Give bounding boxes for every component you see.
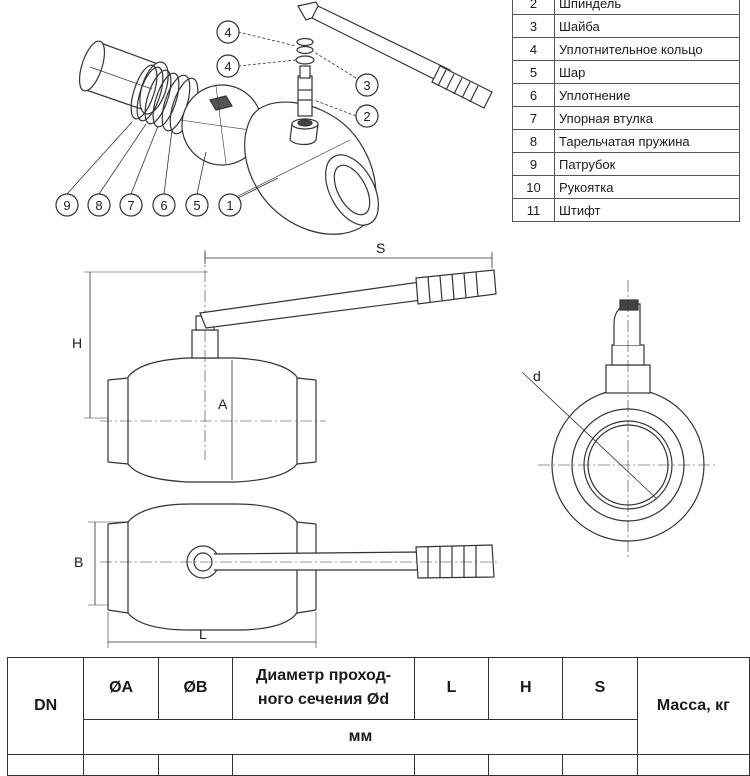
front-view: [84, 250, 497, 483]
spec-cell-empty: [157, 754, 234, 776]
callout-2: 2: [363, 109, 370, 124]
callout-leaders: [66, 31, 357, 199]
parts-name: Рукоятка: [554, 175, 740, 199]
spec-cell-empty: [636, 754, 750, 776]
dim-label-l: L: [199, 626, 207, 642]
spec-header-dn: DN: [6, 657, 85, 755]
part-ball: [179, 84, 265, 166]
dim-label-d: d: [533, 368, 541, 384]
parts-name: Тарельчатая пружина: [554, 129, 740, 153]
callout-4b: 4: [224, 59, 231, 74]
callout-7: 7: [127, 198, 134, 213]
spec-header-bore-line2: ного сечения Ød: [257, 691, 390, 709]
exploded-view: 9 8 7 6 5 1 4 4 3 2: [55, 1, 493, 235]
spec-table: DN ØA ØB Диаметр проход- ного сечения Ød…: [6, 657, 750, 776]
parts-name: Штифт: [554, 198, 740, 222]
spec-cell-empty: [488, 754, 564, 776]
spec-header-h: H: [488, 657, 564, 720]
spec-header-bore-line1: Диаметр проход-: [255, 667, 392, 685]
dim-label-s: S: [376, 240, 386, 256]
spec-header-s: S: [562, 657, 638, 720]
valve-drawing: 9 8 7 6 5 1 4 4 3 2: [55, 1, 718, 648]
callout-6: 6: [160, 198, 167, 213]
parts-num: 11: [512, 198, 555, 222]
parts-num: 10: [512, 175, 555, 199]
dim-label-b: B: [74, 554, 84, 570]
parts-num: 6: [512, 83, 555, 107]
part-nozzle: [78, 40, 169, 115]
part-springs: [130, 64, 199, 135]
part-oring-1: [296, 45, 314, 55]
parts-name: Шпиндель: [554, 0, 740, 15]
spec-cell-empty: [562, 754, 638, 776]
spec-cell-empty: [83, 754, 159, 776]
spec-header-unit: мм: [83, 718, 638, 756]
parts-num: 4: [512, 37, 555, 61]
spec-cell-empty: [232, 754, 415, 776]
parts-num: 2: [512, 0, 555, 15]
parts-name: Уплотнительное кольцо: [554, 37, 740, 61]
spec-cell-empty: [413, 754, 490, 776]
part-handle: [297, 1, 493, 109]
parts-name: Уплотнение: [554, 83, 740, 107]
parts-num: 9: [512, 152, 555, 176]
parts-name: Шар: [554, 60, 740, 84]
parts-num: 5: [512, 60, 555, 84]
callout-3: 3: [363, 78, 370, 93]
parts-name: Шайба: [554, 14, 740, 38]
part-oring-2: [296, 37, 314, 47]
part-body: [229, 101, 379, 235]
part-washer: [295, 55, 315, 65]
spec-header-ob: ØB: [157, 657, 234, 720]
spec-header-l: L: [413, 657, 490, 720]
callout-circles: [55, 20, 379, 217]
callout-9: 9: [63, 198, 70, 213]
parts-name: Упорная втулка: [554, 106, 740, 130]
callout-1: 1: [226, 198, 233, 213]
callout-4a: 4: [224, 25, 231, 40]
side-view: [521, 280, 718, 560]
parts-num: 8: [512, 129, 555, 153]
part-spindle: [297, 65, 313, 117]
parts-num: 7: [512, 106, 555, 130]
callout-8: 8: [95, 198, 102, 213]
dim-label-h: H: [72, 335, 83, 351]
callout-5: 5: [193, 198, 200, 213]
dim-label-a: A: [218, 396, 228, 412]
spec-header-bore: Диаметр проход- ного сечения Ød: [232, 657, 415, 720]
spec-row-empty: [6, 754, 85, 776]
top-view: [88, 503, 500, 648]
spec-header-oa: ØA: [83, 657, 159, 720]
parts-num: 3: [512, 14, 555, 38]
parts-name: Патрубок: [554, 152, 740, 176]
spec-header-mass: Масса, кг: [636, 657, 750, 755]
